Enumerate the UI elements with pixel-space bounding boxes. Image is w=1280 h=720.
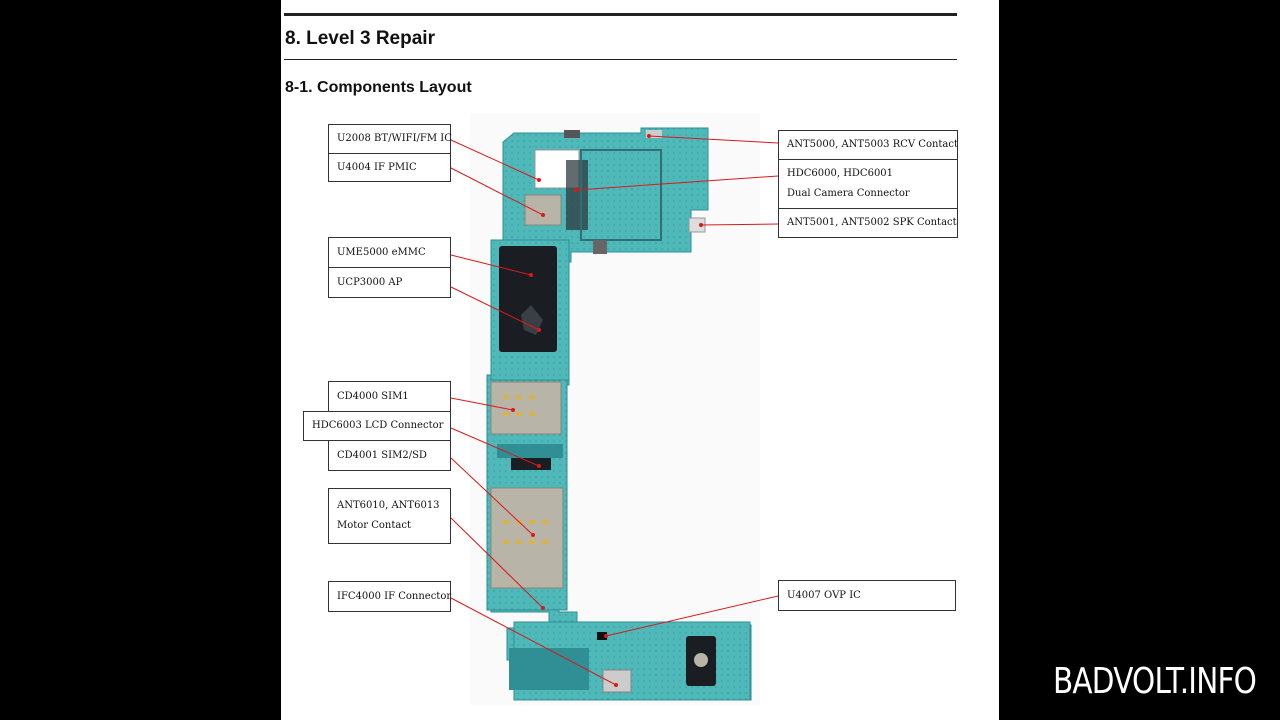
callout-hdc6003: HDC6003 LCD Connector [303, 411, 451, 441]
camera-connector [566, 160, 588, 230]
audio-jack-hole [694, 653, 708, 667]
callout-ucp3000: UCP3000 AP [328, 267, 451, 298]
callout-hdc6000-line1: HDC6000, HDC6001 [787, 168, 894, 179]
sim1-pins [503, 395, 535, 416]
callout-ant5001: ANT5001, ANT5002 SPK Contact [778, 208, 958, 238]
usb-connector [602, 669, 632, 693]
callout-u4004: U4004 IF PMIC [328, 153, 451, 182]
callout-cd4000: CD4000 SIM1 [328, 381, 451, 412]
callout-ifc4000: IFC4000 IF Connector [328, 581, 451, 612]
section-title: 8. Level 3 Repair [285, 28, 435, 49]
callout-ant6010-line1: ANT6010, ANT6013 [337, 500, 440, 511]
emmc-ap-stack [499, 246, 557, 352]
small-component [593, 240, 607, 254]
lcd-area [497, 444, 563, 458]
callout-arrows [450, 135, 779, 686]
subsection-title: 8-1. Components Layout [285, 79, 472, 96]
camera-frame [580, 149, 662, 241]
callout-ume5000: UME5000 eMMC [328, 237, 451, 268]
watermark: BADVOLT.INFO [1053, 661, 1257, 702]
pmic-chip [524, 194, 562, 226]
callout-ant6010: ANT6010, ANT6013 Motor Contact [328, 488, 451, 544]
callout-u4007: U4007 OVP IC [778, 580, 956, 611]
ap-marking [521, 305, 543, 335]
ovp-ic [597, 632, 607, 640]
sim2-sd-tray [490, 487, 564, 589]
arrow-heads [511, 134, 703, 687]
callout-ant5000: ANT5000, ANT5003 RCV Contact [778, 130, 958, 160]
callout-u2008: U2008 BT/WIFI/FM IC [328, 124, 452, 154]
lcd-connector [511, 458, 551, 470]
pcb-bottom-left [509, 648, 589, 690]
rcv-contact-left [564, 130, 580, 138]
callout-hdc6000: HDC6000, HDC6001 Dual Camera Connector [778, 159, 958, 209]
document-page: 8. Level 3 Repair 8-1. Components Layout [281, 0, 999, 720]
callout-ant6010-line2: Motor Contact [337, 520, 411, 531]
pcb-diagram [450, 113, 779, 705]
rcv-contact-right [646, 130, 662, 138]
section-rule [284, 59, 957, 60]
callout-cd4001: CD4001 SIM2/SD [328, 440, 451, 471]
callout-hdc6000-line2: Dual Camera Connector [787, 188, 910, 199]
top-rule [284, 13, 957, 16]
